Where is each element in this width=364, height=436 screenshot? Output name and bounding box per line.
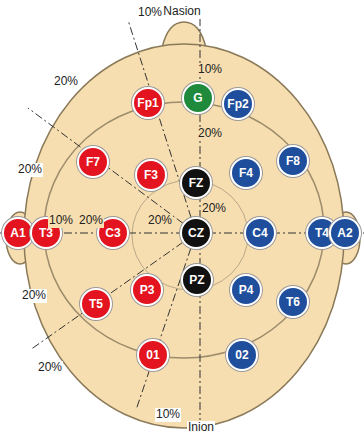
electrode-label: F8 <box>286 155 300 167</box>
electrode-label: A2 <box>337 227 352 239</box>
electrode-label: CZ <box>188 227 204 239</box>
radial-line <box>128 20 196 233</box>
electrode-label: T5 <box>89 298 103 310</box>
electrode: A2 <box>329 217 361 249</box>
electrode-label: 02 <box>235 349 248 361</box>
electrode: F3 <box>135 159 167 191</box>
electrode-label: Fp2 <box>227 98 248 110</box>
electrode: 01 <box>137 339 169 371</box>
electrode: P4 <box>230 274 262 306</box>
distance-percent: 20% <box>53 75 79 88</box>
electrode-label: F3 <box>144 169 158 181</box>
landmark-label: Nasion <box>162 5 201 18</box>
electrode: T5 <box>80 288 112 320</box>
electrode-label: C3 <box>105 227 120 239</box>
distance-percent: 20% <box>147 214 173 227</box>
electrode: F7 <box>77 146 109 178</box>
electrode-label: G <box>193 92 202 104</box>
head-outline <box>24 44 344 428</box>
electrode: Fp1 <box>132 87 164 119</box>
radial-line <box>30 233 196 350</box>
electrode: FZ <box>180 167 212 199</box>
electrode-label: T3 <box>39 227 53 239</box>
distance-percent: 20% <box>17 163 43 176</box>
electrode-label: T4 <box>315 227 329 239</box>
distance-percent: 10% <box>48 214 74 227</box>
electrode-label: 01 <box>146 349 159 361</box>
electrode-label: FZ <box>189 177 204 189</box>
electrode: C4 <box>244 217 276 249</box>
electrode: F8 <box>277 145 309 177</box>
electrode: PZ <box>181 264 213 296</box>
electrode-label: T6 <box>286 296 300 308</box>
electrode: G <box>182 82 214 114</box>
distance-percent: 20% <box>37 361 63 374</box>
distance-percent: 20% <box>201 202 227 215</box>
landmark-label: Inion <box>187 421 215 434</box>
electrode-label: C4 <box>252 227 267 239</box>
distance-percent: 20% <box>197 127 223 140</box>
reference-ring <box>44 102 324 358</box>
distance-percent: 10% <box>155 408 181 421</box>
distance-percent: 20% <box>78 214 104 227</box>
electrode-label: F4 <box>239 167 253 179</box>
distance-percent: 10% <box>137 6 163 19</box>
electrode-label: P3 <box>140 284 155 296</box>
radial-line <box>136 233 196 410</box>
distance-percent: 20% <box>21 289 47 302</box>
electrode: CZ <box>180 217 212 249</box>
electrode-label: F7 <box>86 156 100 168</box>
electrode: P3 <box>131 274 163 306</box>
measurement-lines <box>0 18 364 420</box>
electrode-label: PZ <box>189 274 204 286</box>
electrode: F4 <box>230 157 262 189</box>
electrode: T6 <box>277 286 309 318</box>
electrode-label: Fp1 <box>137 97 158 109</box>
electrode-label: P4 <box>239 284 254 296</box>
radial-line <box>28 108 196 233</box>
electrode: 02 <box>226 339 258 371</box>
electrode: Fp2 <box>222 88 254 120</box>
electrode-label: A1 <box>10 227 25 239</box>
distance-percent: 10% <box>197 63 223 76</box>
